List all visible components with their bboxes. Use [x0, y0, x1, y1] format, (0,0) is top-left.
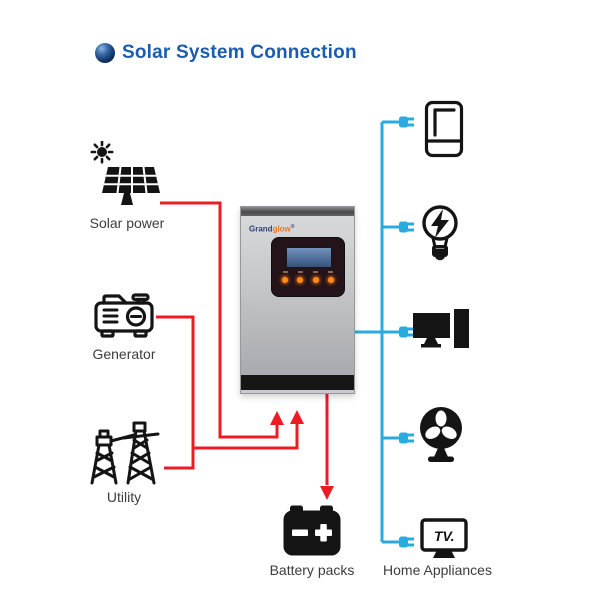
up-arrowhead [290, 410, 304, 424]
generator-icon [94, 293, 154, 338]
fan-icon [420, 407, 462, 462]
solar-panel-icon [90, 141, 160, 205]
generator-utility-line [156, 315, 195, 470]
page-title: Solar System Connection [95, 42, 357, 64]
plug-connector-icon [399, 221, 414, 233]
inverter-base [241, 390, 354, 393]
battery-packs-label: Battery packs [269, 562, 355, 578]
tv-block: TV. [420, 518, 468, 562]
transmission-tower-icon [90, 421, 160, 485]
merged-input-line [193, 423, 299, 450]
red-arrowheads [270, 410, 334, 500]
generator-block: Generator [92, 288, 156, 362]
plug-connector-icon [399, 432, 414, 444]
up-arrowhead [270, 411, 284, 425]
utility-block: Utility [88, 419, 160, 505]
plug-connector-icon [399, 536, 414, 548]
page-title-text: Solar System Connection [122, 42, 357, 63]
inverter-brand-logo: Grandglow® [249, 224, 295, 234]
computer-icon [413, 309, 469, 348]
plug-connector-icon [399, 326, 414, 338]
computer-block [413, 308, 471, 354]
battery-block [282, 504, 342, 560]
refrigerator-block [424, 100, 464, 158]
inverter-top-panel [241, 207, 354, 216]
battery-icon [283, 505, 341, 556]
inverter-led-buttons [282, 277, 334, 283]
inverter-to-loads-line [352, 120, 399, 544]
tv-icon: TV. [420, 518, 468, 558]
home-appliances-label: Home Appliances [383, 562, 492, 578]
globe-sphere-icon [95, 43, 115, 63]
generator-label: Generator [92, 346, 156, 362]
blue-output-lines [352, 120, 399, 544]
solar-power-label: Solar power [89, 215, 165, 231]
solar-power-block: Solar power [85, 141, 169, 231]
inverter-terminal-cover [241, 375, 354, 390]
utility-label: Utility [106, 489, 142, 505]
fan-block [416, 404, 468, 464]
inverter-control-panel [271, 237, 345, 297]
inverter-button-labels [283, 271, 333, 273]
inverter-lcd-screen [286, 247, 332, 268]
plug-connector-icon [399, 116, 414, 128]
refrigerator-icon [424, 100, 464, 158]
tv-screen-text: TV. [434, 528, 455, 544]
light-bulb-block [418, 202, 462, 264]
down-arrowhead [320, 486, 334, 500]
light-bulb-icon [422, 205, 458, 261]
solar-inverter: Grandglow® [240, 206, 355, 394]
